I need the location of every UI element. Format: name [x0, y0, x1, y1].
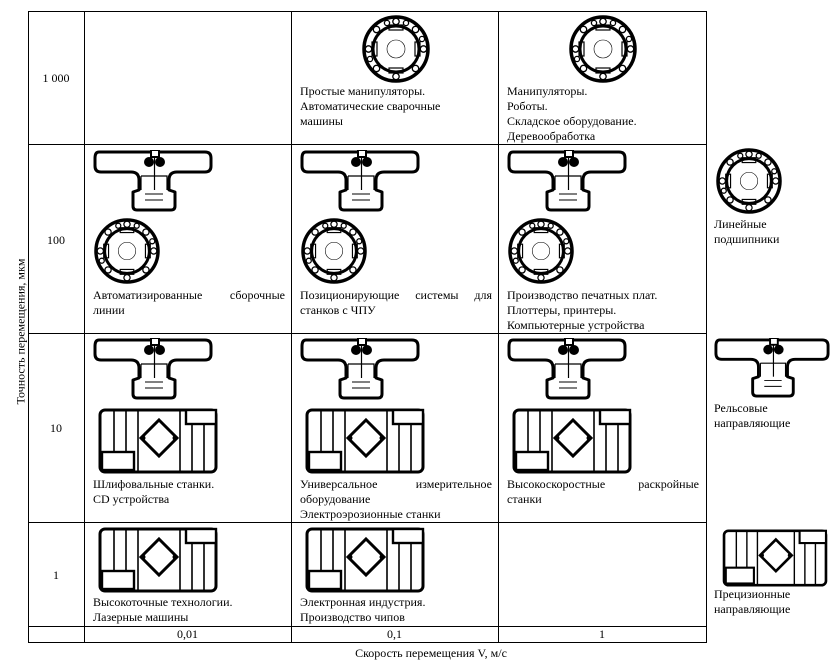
bearing-ring-icon: [94, 218, 160, 284]
precision-guide-icon: [722, 529, 828, 587]
grid-line: [28, 642, 707, 643]
column-label: 0,01: [177, 627, 198, 641]
rail-guide-icon: [507, 150, 627, 212]
column-label: 1: [599, 627, 605, 641]
precision-guide-icon: [512, 408, 632, 474]
rail-guide-icon: [714, 338, 830, 398]
precision-guide-icon: [305, 527, 425, 593]
grid-line: [28, 144, 707, 145]
rail-guide-icon: [300, 150, 420, 212]
rail-guide-icon: [93, 338, 213, 400]
bearing-ring-icon: [508, 218, 574, 284]
row-label: 1 000: [42, 71, 70, 85]
bearing-ring-icon: [569, 15, 637, 83]
column-label: 0,1: [387, 627, 402, 641]
grid-line: [28, 11, 707, 12]
rail-guide-icon: [93, 150, 213, 212]
precision-guide-icon: [305, 408, 425, 474]
grid-line: [291, 11, 292, 643]
cell-text: Электронная индустрия.Производство чипов: [300, 595, 426, 624]
row-label: 100: [47, 233, 65, 247]
cell-text: Производство печатных плат.Плоттеры, при…: [507, 288, 658, 332]
grid-line: [706, 11, 707, 643]
cell-text: Манипуляторы.Роботы.Складское оборудован…: [507, 84, 637, 143]
grid-line: [84, 11, 85, 643]
cell-text: Шлифовальные станки.CD устройства: [93, 477, 215, 506]
grid-line: [28, 522, 707, 523]
grid-line: [28, 333, 707, 334]
cell-text: Высокоточные технологии.Лазерные машины: [93, 595, 233, 624]
cell-text: Простые манипуляторы.Автоматические свар…: [300, 84, 441, 128]
x-axis-label: Скорость перемещения V, м/с: [355, 646, 507, 660]
bearing-ring-icon: [716, 148, 782, 214]
grid-line: [498, 11, 499, 643]
grid-line: [28, 626, 707, 627]
row-label: 10: [50, 421, 62, 435]
bearing-ring-icon: [301, 218, 367, 284]
grid-line: [28, 11, 29, 643]
precision-guide-icon: [98, 527, 218, 593]
rail-guide-icon: [507, 338, 627, 400]
rail-guide-icon: [300, 338, 420, 400]
bearing-ring-icon: [362, 15, 430, 83]
y-axis-label: Точность перемещения, мкм: [13, 258, 28, 405]
row-label: 1: [53, 568, 59, 582]
precision-guide-icon: [98, 408, 218, 474]
